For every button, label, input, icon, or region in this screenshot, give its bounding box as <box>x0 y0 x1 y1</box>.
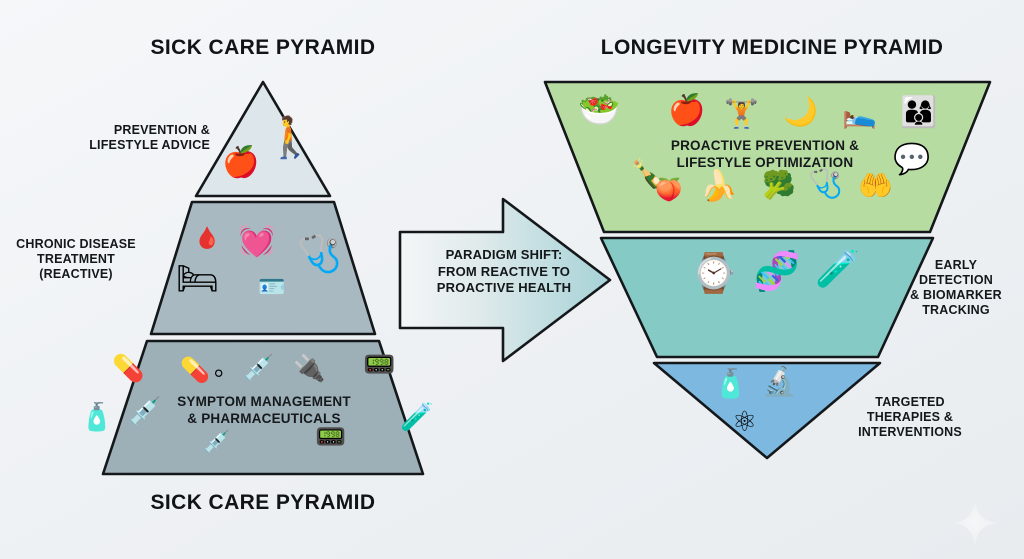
arrow-shape[interactable] <box>398 197 612 363</box>
apple-melon-icon: 🍎 <box>668 93 706 128</box>
left-tier-3-shape[interactable] <box>101 339 425 476</box>
glucose-meter-icon: 📟 <box>363 350 396 380</box>
hospital-bed-icon: 🛏 <box>176 259 220 299</box>
left-pyramid-title: SICK CARE PYRAMID <box>150 36 376 59</box>
right-tier-2-side-label: EARLY DETECTION & BIOMARKER TRACKING <box>888 258 1024 318</box>
water-bottle-icon: 🍾 <box>630 157 665 190</box>
paradigm-shift-arrow[interactable] <box>398 197 612 363</box>
peach-icon: 🍑 <box>655 178 683 203</box>
left-tier-1-side-label: PREVENTION & LIFESTYLE ADVICE <box>10 123 210 153</box>
left-tier-2-side-label-line3: (REACTIVE) <box>39 267 113 281</box>
heart-monitor-icon: 💓 <box>238 224 276 259</box>
inhaler-icon: 🔌 <box>293 354 326 384</box>
syringe-large-icon: 💉 <box>128 396 162 427</box>
medicine-bottle-icon: 🧴 <box>80 402 114 433</box>
left-tier-1-side-label-line1: PREVENTION & <box>113 123 210 137</box>
left-tier-2-shape[interactable] <box>149 200 377 336</box>
right-tier-1-shape[interactable] <box>543 80 992 234</box>
pill-bottle-icon: 💊 <box>112 354 145 384</box>
left-pyramid <box>101 80 425 476</box>
hand-plant-heart-icon: 🤲 <box>858 169 893 202</box>
microscope-camera-icon: 🔬 <box>762 365 797 398</box>
supplement-bottle-icon: 🧴 <box>713 367 748 400</box>
arrow-label-line3: PROACTIVE HEALTH <box>436 280 572 295</box>
right-tier-3-shape[interactable] <box>652 361 882 460</box>
left-tier-1-shape[interactable] <box>194 80 332 198</box>
right-tier-3-side-label: TARGETED THERAPIES & INTERVENTIONS <box>830 395 990 440</box>
right-pyramid <box>543 80 992 460</box>
smartwatch-icon: ⌚ <box>690 251 738 295</box>
right-tier-2-side-label-line2: DETECTION <box>918 273 994 287</box>
stethoscope-icon: 🩺 <box>297 234 342 275</box>
right-tier-3-side-label-line3: INTERVENTIONS <box>858 425 962 439</box>
moon-sleep-icon: 🌙 <box>783 95 818 128</box>
right-pyramid-title: LONGEVITY MEDICINE PYRAMID <box>600 36 944 59</box>
right-tier-3-side-label-line1: TARGETED <box>875 395 945 409</box>
right-tier-3-side-label-line2: THERAPIES & <box>866 410 954 424</box>
left-tier-2-side-label: CHRONIC DISEASE TREATMENT (REACTIVE) <box>0 237 152 282</box>
vegetables-icon: 🥗 <box>578 90 621 130</box>
patient-chart-icon: 🪪 <box>258 275 286 300</box>
tablet-icon: ⚪ <box>212 364 226 383</box>
first-aid-bottle-icon: 🧪 <box>400 402 434 433</box>
left-tier-2-side-label-line2: TREATMENT <box>37 252 115 266</box>
left-tier-1-side-label-line2: LIFESTYLE ADVICE <box>89 138 210 152</box>
speech-bubbles-icon: 💬 <box>893 142 931 177</box>
right-tier-2-side-label-line1: EARLY <box>934 258 978 272</box>
broccoli-icon: 🥦 <box>762 170 796 201</box>
syringe-icon: 💉 <box>243 353 275 382</box>
right-tier-2-shape[interactable] <box>599 236 935 359</box>
iv-drip-icon: 🩸 <box>194 226 221 250</box>
walking-person-icon: 🚶 <box>265 115 315 161</box>
dumbbell-icon: 🏋 <box>724 97 759 130</box>
arrow-label: PARADIGM SHIFT: FROM REACTIVE TO PROACTI… <box>410 247 598 297</box>
dna-helix-icon: 🧬 <box>753 249 801 293</box>
bananas-icon: 🍌 <box>700 169 738 204</box>
capsule-icon: 💊 <box>180 356 210 384</box>
molecule-icon: ⚛ <box>732 405 758 438</box>
arrow-label-line2: FROM REACTIVE TO <box>437 263 571 279</box>
community-heart-icon: 👨‍👩‍👦 <box>900 95 938 130</box>
left-tier-2-side-label-line1: CHRONIC DISEASE <box>16 237 136 251</box>
arrow-label-line1: PARADIGM SHIFT: <box>445 247 563 262</box>
syringe-horizontal-icon: 💉 <box>203 430 231 455</box>
four-point-star-watermark <box>953 501 997 545</box>
right-tier-2-side-label-line3: & BIOMARKER <box>910 288 1002 302</box>
bed-sleep-icon: 🛌 <box>842 97 877 130</box>
left-pyramid-footer-title: SICK CARE PYRAMID <box>150 491 376 514</box>
stethoscope-icon-right: 🩺 <box>808 167 843 200</box>
apple-icon: 🍎 <box>222 145 260 180</box>
blood-test-tube-icon: 🧪 <box>815 249 860 290</box>
right-tier-2-side-label-line4: TRACKING <box>922 303 990 317</box>
blood-pressure-monitor-icon: 📟 <box>315 422 347 451</box>
